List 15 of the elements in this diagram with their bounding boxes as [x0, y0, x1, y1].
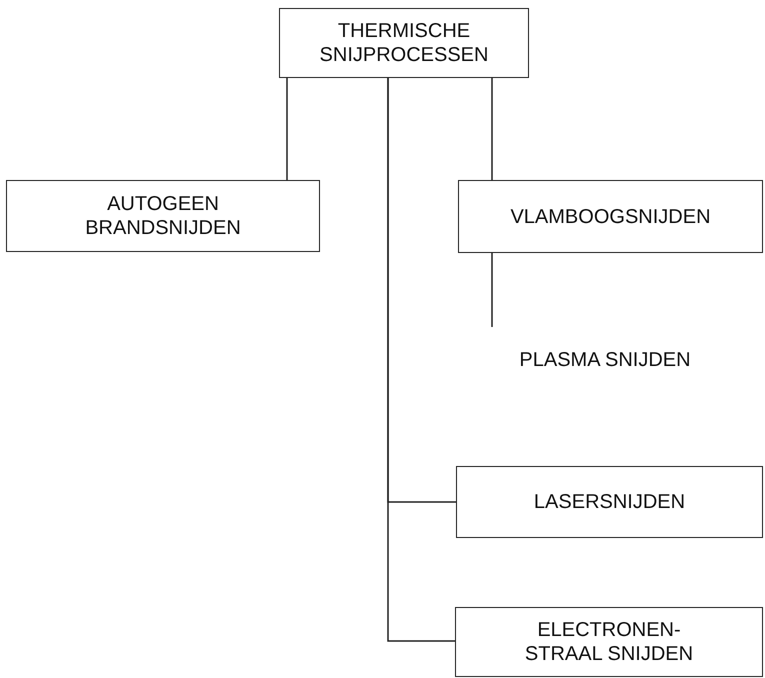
- node-label: VLAMBOOGSNIJDEN: [510, 204, 711, 228]
- process-box: [279, 8, 529, 78]
- connector-line: [491, 253, 493, 327]
- node-label: ELECTRONEN- STRAAL SNIJDEN: [524, 618, 694, 666]
- node-label: THERMISCHE SNIJPROCESSEN: [318, 19, 490, 67]
- connector-line: [387, 78, 455, 642]
- connector-line: [286, 78, 288, 180]
- process-box: [6, 180, 320, 252]
- process-box: [458, 180, 763, 253]
- node-label: LASERSNIJDEN: [534, 490, 686, 514]
- process-box: [456, 466, 763, 538]
- node-label: AUTOGEEN BRANDSNIJDEN: [84, 192, 242, 240]
- connector-line: [491, 78, 493, 180]
- process-box: [455, 607, 763, 677]
- node-label: PLASMA SNIJDEN: [519, 348, 691, 372]
